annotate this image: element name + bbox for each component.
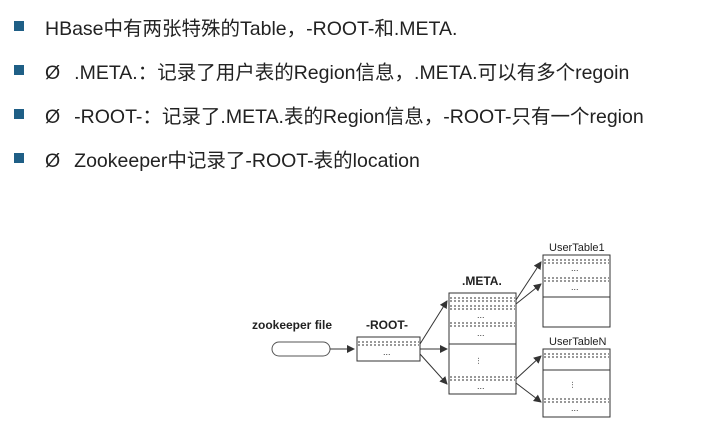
arrow-mark: Ø [45, 105, 61, 128]
bullet-item-3: Ø -ROOT-：记录了.META.表的Region信息，-ROOT-只有一个re… [14, 92, 714, 136]
ellipsis: ... [477, 310, 485, 320]
root-label: -ROOT- [366, 318, 408, 332]
ellipsis: ... [476, 357, 486, 365]
meta-table: ... ... ... ... [448, 292, 517, 395]
ellipsis: ... [477, 381, 485, 391]
ellipsis: ... [383, 347, 391, 357]
root-table: ... [356, 336, 421, 362]
ellipsis: ... [571, 282, 579, 292]
usertable1-table: ... ... [542, 254, 611, 328]
square-bullet-icon [14, 153, 24, 163]
meta-to-usertable-arrow [515, 382, 542, 403]
meta-label: .META. [462, 274, 502, 288]
bullet-item-2: Ø .META.：记录了用户表的Region信息，.META.可以有多个regoi… [14, 48, 714, 92]
ellipsis: ... [571, 403, 579, 413]
square-bullet-icon [14, 21, 24, 31]
ellipsis: ... [571, 263, 579, 273]
arrow-mark: Ø [45, 61, 61, 84]
zookeeper-file-label: zookeeper file [252, 318, 332, 332]
usertablen-label: UserTableN [549, 336, 607, 348]
meta-to-usertable-arrow [515, 283, 542, 305]
arrow-mark: Ø [45, 149, 61, 172]
ellipsis: ... [570, 381, 580, 389]
root-to-meta-arrow [419, 353, 448, 385]
bullet-text: Zookeeper中记录了-ROOT-表的location [74, 149, 420, 172]
usertable1-label: UserTable1 [549, 242, 605, 254]
meta-to-usertable-arrow [515, 355, 542, 380]
bullet-text: -ROOT-：记录了.META.表的Region信息，-ROOT-只有一个reg… [74, 105, 644, 128]
bullet-list: HBase中有两张特殊的Table，-ROOT-和.META. Ø .META.：… [14, 4, 714, 180]
bullet-item-1: HBase中有两张特殊的Table，-ROOT-和.META. [14, 4, 714, 48]
bullet-text: .META.：记录了用户表的Region信息，.META.可以有多个regoin [74, 61, 630, 84]
root-to-meta-arrow [419, 300, 448, 345]
square-bullet-icon [14, 65, 24, 75]
usertablen-table: ... ... [542, 348, 611, 418]
zookeeper-file-node [271, 341, 331, 357]
ellipsis: ... [477, 328, 485, 338]
bullet-text: HBase中有两张特殊的Table，-ROOT-和.META. [45, 17, 458, 40]
bullet-item-4: Ø Zookeeper中记录了-ROOT-表的location [14, 136, 714, 180]
square-bullet-icon [14, 109, 24, 119]
meta-to-usertable-arrow [515, 261, 542, 301]
